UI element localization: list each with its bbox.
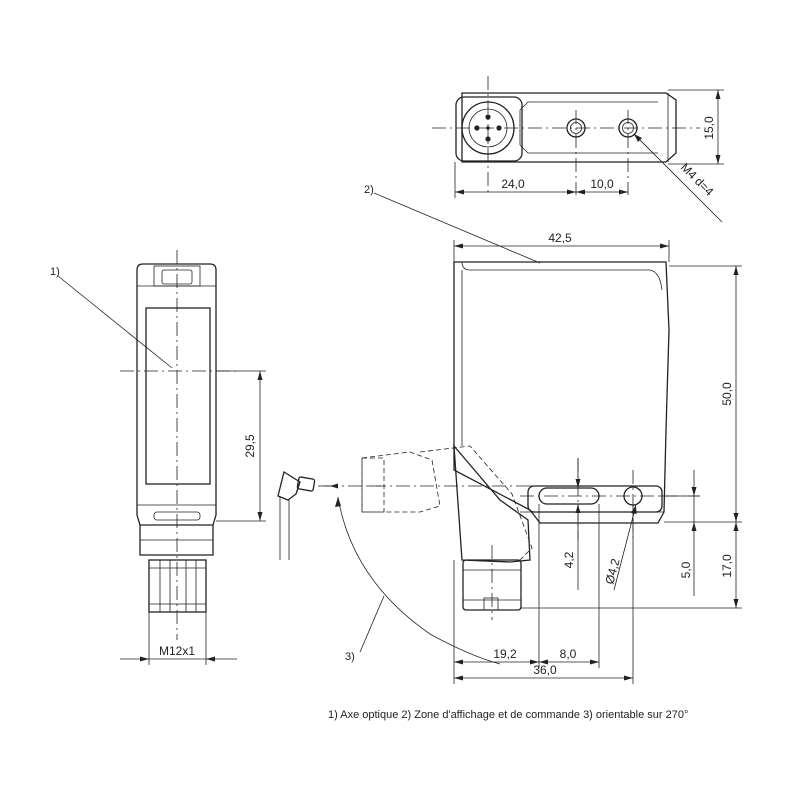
- dim-connector-offset: 19,2: [493, 647, 517, 661]
- dim-mount-width: 36,0: [533, 663, 557, 677]
- angled-connector-icon: [277, 470, 336, 560]
- dim-top-width: 24,0: [501, 177, 525, 191]
- dim-hole-offset: 5,0: [679, 561, 693, 578]
- dim-thread-hole: M4 d=4: [678, 160, 717, 199]
- legend-caption: 1) Axe optique 2) Zone d'affichage et de…: [328, 709, 688, 721]
- dim-top-height: 15,0: [702, 116, 716, 140]
- dim-hole-diameter: Ø4,2: [602, 557, 622, 586]
- top-view: 15,0 24,0 10,0 M4 d=4: [432, 76, 724, 223]
- dim-optical-axis: 29,5: [243, 434, 257, 458]
- front-view: 29,5 M12x1: [120, 250, 266, 665]
- callout-2: 2): [364, 184, 374, 196]
- dim-connector-thread: M12x1: [159, 644, 195, 658]
- m12-connector-front: [148, 559, 207, 613]
- dim-body-width: 42,5: [548, 231, 572, 245]
- dim-slot-length: 8,0: [560, 647, 577, 661]
- dim-slot-width: 4,2: [562, 551, 576, 568]
- callout-1: 1): [50, 266, 60, 278]
- callouts: 1) 2) 3): [50, 184, 541, 663]
- connector-socket-top: [455, 96, 523, 162]
- dim-hole-spacing: 10,0: [590, 177, 614, 191]
- dim-connector-drop: 17,0: [720, 554, 734, 578]
- display-window: [145, 307, 211, 485]
- callout-3: 3): [345, 651, 355, 663]
- dim-body-height: 50,0: [720, 382, 734, 406]
- side-view: 42,5 50,0 17,0 5,0 4,2 Ø4,2: [324, 231, 742, 684]
